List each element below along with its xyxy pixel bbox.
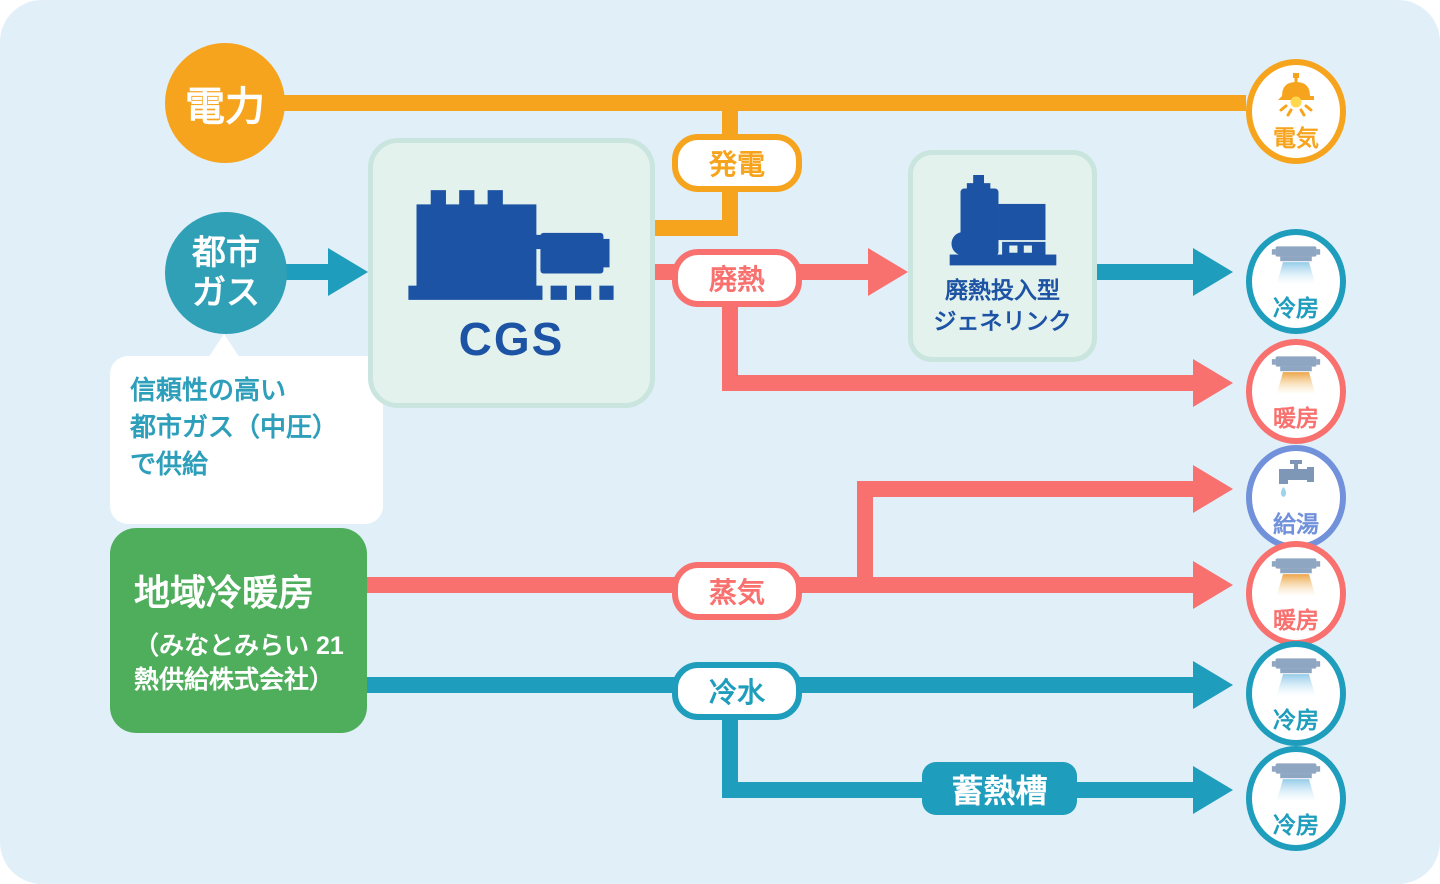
output-cooling-1-label: 冷房 bbox=[1273, 295, 1319, 321]
generator-icon bbox=[407, 190, 614, 300]
steam-flow-pill: 蒸気 bbox=[672, 562, 802, 620]
city-gas-arrowhead-icon bbox=[328, 248, 368, 296]
district-energy-subtitle-line2: 熱供給株式会社） bbox=[134, 665, 335, 694]
power-company-label: 電力 bbox=[185, 85, 265, 129]
heat-storage-tank-label: 蓄熱槽 bbox=[951, 772, 1048, 809]
district-energy-node: 地域冷暖房 （みなとみらい 21 熱供給株式会社） bbox=[110, 528, 367, 733]
genelink-equipment-box: 廃熱投入型 ジェネリンク bbox=[908, 150, 1097, 362]
heat-storage-tank-box: 蓄熱槽 bbox=[922, 762, 1077, 815]
cooling1-arrowhead-icon bbox=[1193, 248, 1233, 296]
waste-heat-flow-label: 廃熱 bbox=[708, 264, 765, 295]
steam-flow-label: 蒸気 bbox=[708, 577, 765, 608]
heating1-arrowhead-icon bbox=[1193, 359, 1233, 407]
output-cooling-1: 冷房 bbox=[1246, 229, 1346, 334]
power-company-node: 電力 bbox=[165, 43, 285, 163]
output-cooling-2-label: 冷房 bbox=[1273, 707, 1319, 733]
hot-water-arrowhead-icon bbox=[1193, 465, 1233, 513]
waste-heat-to-heating-line bbox=[722, 375, 1193, 391]
output-heating-1-label: 暖房 bbox=[1273, 405, 1319, 431]
electricity-main-line bbox=[280, 95, 1246, 111]
note-bubble-tail bbox=[208, 334, 240, 358]
cold-water-flow-label: 冷水 bbox=[708, 677, 765, 708]
output-hot-water: 給湯 bbox=[1246, 445, 1346, 550]
city-gas-supply-line bbox=[283, 264, 333, 280]
air-conditioner-icon bbox=[1271, 658, 1321, 697]
city-gas-node: 都市 ガス bbox=[165, 212, 287, 334]
heater-icon bbox=[1271, 356, 1321, 395]
cooling3-arrowhead-icon bbox=[1193, 766, 1233, 814]
output-cooling-3-label: 冷房 bbox=[1273, 812, 1319, 838]
genelink-label-line1: 廃熱投入型 bbox=[945, 276, 1060, 303]
cgs-label: CGS bbox=[458, 313, 565, 365]
cgs-equipment-box: CGS bbox=[368, 138, 655, 408]
waste-heat-flow-pill: 廃熱 bbox=[672, 249, 802, 307]
genelink-label-line2: ジェネリンク bbox=[933, 308, 1072, 334]
output-heating-2: 暖房 bbox=[1246, 541, 1346, 646]
output-cooling-3: 冷房 bbox=[1246, 746, 1346, 851]
city-gas-label-line2: ガス bbox=[192, 274, 260, 312]
absorption-chiller-icon bbox=[949, 174, 1056, 266]
heating2-arrowhead-icon bbox=[1193, 561, 1233, 609]
output-electricity: 電気 bbox=[1246, 59, 1346, 164]
waste-heat-arrowhead-icon bbox=[868, 248, 908, 296]
steam-to-hot-water-line bbox=[857, 481, 1193, 497]
faucet-icon bbox=[1279, 460, 1314, 497]
air-conditioner-icon bbox=[1271, 763, 1321, 802]
pendant-lamp-icon bbox=[1278, 73, 1314, 117]
output-cooling-2: 冷房 bbox=[1246, 641, 1346, 746]
air-conditioner-icon bbox=[1271, 246, 1321, 285]
city-gas-note-bubble: 信頼性の高い 都市ガス（中圧） で供給 bbox=[110, 356, 383, 524]
heater-icon bbox=[1271, 558, 1321, 597]
city-gas-label-line1: 都市 bbox=[192, 233, 260, 272]
output-electricity-label: 電気 bbox=[1273, 125, 1319, 151]
cooling2-arrowhead-icon bbox=[1193, 661, 1233, 709]
genelink-to-cooling-line bbox=[1090, 264, 1193, 280]
generation-flow-label: 発電 bbox=[708, 149, 765, 180]
output-heating-2-label: 暖房 bbox=[1273, 607, 1319, 633]
generation-line-from-cgs bbox=[640, 220, 738, 236]
district-energy-title: 地域冷暖房 bbox=[134, 571, 315, 613]
output-hot-water-label: 給湯 bbox=[1273, 511, 1319, 537]
output-heating-1: 暖房 bbox=[1246, 339, 1346, 444]
note-line3: で供給 bbox=[130, 448, 209, 479]
district-energy-subtitle-line1: （みなとみらい 21 bbox=[134, 631, 344, 660]
steam-branch-vertical bbox=[857, 481, 873, 593]
note-line2: 都市ガス（中圧） bbox=[130, 411, 339, 442]
generation-flow-pill: 発電 bbox=[672, 134, 802, 192]
note-line1: 信頼性の高い bbox=[130, 375, 287, 405]
cold-water-flow-pill: 冷水 bbox=[672, 662, 802, 720]
